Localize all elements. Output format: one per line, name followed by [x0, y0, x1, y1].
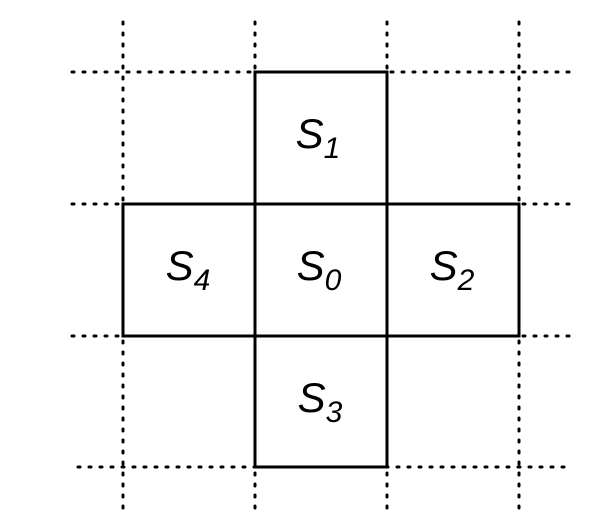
cell-s3: S3 [253, 334, 389, 469]
cell-s4: S4 [121, 202, 257, 338]
cell-s4-label: S4 [166, 242, 211, 297]
cell-s0: S0 [253, 202, 389, 338]
cell-s1: S1 [253, 70, 389, 206]
cell-s0-label: S0 [297, 242, 342, 297]
cell-s2: S2 [385, 202, 521, 338]
cell-s1-label: S1 [296, 110, 341, 165]
cell-s3-label: S3 [298, 374, 343, 429]
cell-s2-box [385, 202, 521, 338]
cell-s2-label: S2 [430, 242, 475, 297]
cell-s0-box [253, 202, 389, 338]
cell-s3-box [253, 334, 389, 469]
